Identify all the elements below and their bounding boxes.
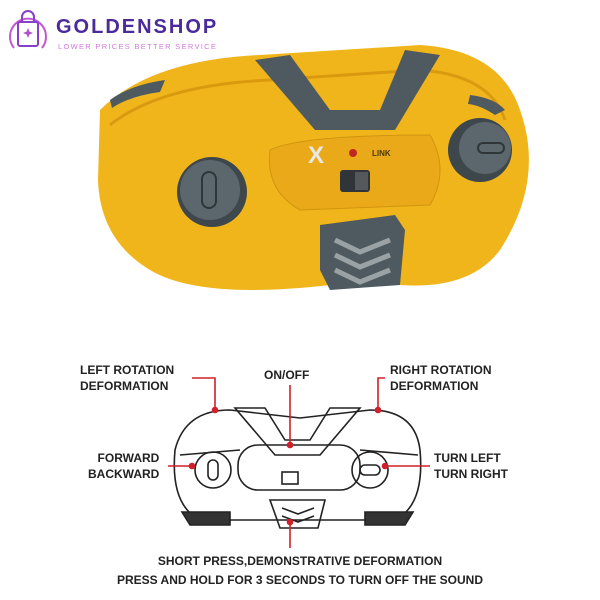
brand-name: GOLDENSHOP [56, 16, 219, 38]
shopping-bag-icon [9, 10, 47, 49]
pointer-lines [168, 377, 430, 548]
power-led [349, 149, 357, 157]
link-label: LINK [372, 149, 391, 158]
x-badge: X [308, 142, 324, 169]
tagline: LOWER PRICES BETTER SERVICE [58, 42, 218, 51]
top-grip [255, 50, 440, 130]
controller-diagram [173, 407, 422, 529]
label-on-off: ON/OFF [264, 368, 310, 382]
logo: GOLDENSHOP LOWER PRICES BETTER SERVICE [8, 6, 218, 56]
